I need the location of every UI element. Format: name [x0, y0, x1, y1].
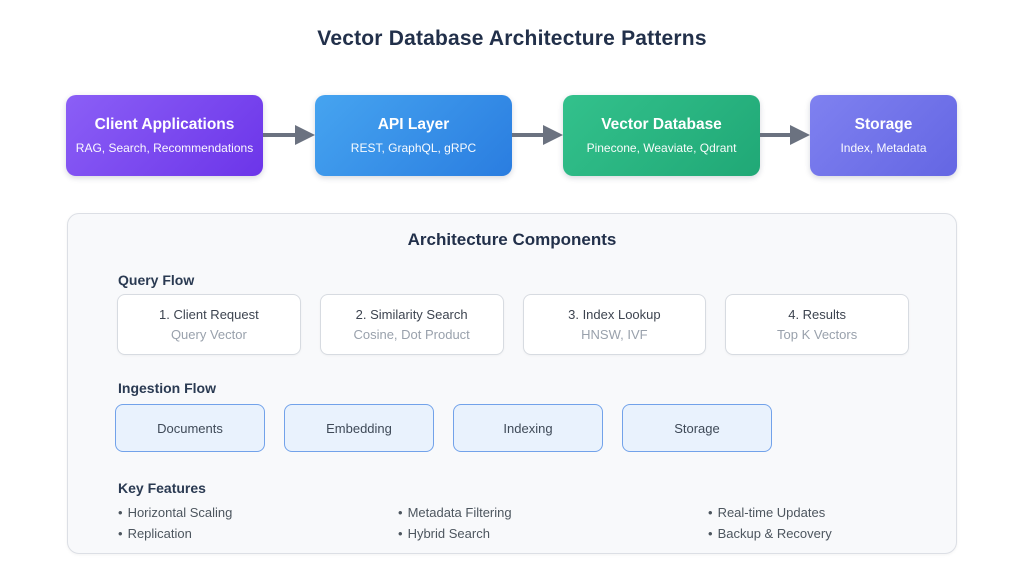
query-step-similarity-search: 2. Similarity Search Cosine, Dot Product: [319, 294, 504, 355]
feature-item: • Metadata Filtering: [398, 502, 708, 523]
flow-node-vector-database: Vector Database Pinecone, Weaviate, Qdra…: [563, 95, 760, 176]
feature-item: • Backup & Recovery: [708, 523, 926, 544]
flow-arrow-icon: [760, 95, 810, 176]
bullet-icon: •: [708, 526, 713, 541]
feature-label: Backup & Recovery: [717, 526, 832, 541]
flow-node-client-applications: Client Applications RAG, Search, Recomme…: [66, 95, 263, 176]
feature-label: Real-time Updates: [717, 505, 826, 520]
feature-label: Horizontal Scaling: [127, 505, 233, 520]
arrow-line: [263, 133, 299, 137]
arrow-line: [760, 133, 794, 137]
node-title: Vector Database: [601, 116, 722, 133]
node-title: Client Applications: [94, 116, 235, 133]
query-step-index-lookup: 3. Index Lookup HNSW, IVF: [522, 294, 707, 355]
arrow-head-icon: [543, 125, 563, 145]
step-subtitle: Top K Vectors: [777, 327, 858, 342]
step-subtitle: HNSW, IVF: [581, 327, 648, 342]
step-title: 1. Client Request: [159, 307, 259, 322]
step-subtitle: Query Vector: [170, 327, 247, 342]
feature-label: Metadata Filtering: [407, 505, 512, 520]
node-subtitle: RAG, Search, Recommendations: [75, 141, 254, 155]
flow-arrow-icon: [512, 95, 563, 176]
key-features-columns: • Horizontal Scaling • Replication • Metada…: [118, 502, 926, 544]
key-features-heading: Key Features: [118, 480, 206, 496]
flow-node-storage: Storage Index, Metadata: [810, 95, 957, 176]
arrow-head-icon: [295, 125, 315, 145]
key-features-column: • Real-time Updates • Backup & Recovery: [708, 502, 926, 544]
ingestion-stage-embedding: Embedding: [284, 404, 434, 452]
query-flow-heading: Query Flow: [118, 272, 195, 288]
architecture-components-panel: Architecture Components Query Flow 1. Cl…: [67, 213, 957, 554]
arrow-head-icon: [790, 125, 810, 145]
feature-item: • Horizontal Scaling: [118, 502, 398, 523]
step-title: 2. Similarity Search: [355, 307, 468, 322]
ingestion-stage-documents: Documents: [115, 404, 265, 452]
page-title: Vector Database Architecture Patterns: [317, 27, 707, 50]
architecture-flow-row: Client Applications RAG, Search, Recomme…: [0, 95, 1024, 176]
flow-node-api-layer: API Layer REST, GraphQL, gRPC: [315, 95, 512, 176]
ingestion-flow-row: Documents Embedding Indexing Storage: [115, 404, 772, 452]
feature-label: Hybrid Search: [407, 526, 490, 541]
query-flow-row: 1. Client Request Query Vector 2. Simila…: [117, 294, 909, 355]
arrow-line: [512, 133, 547, 137]
bullet-icon: •: [118, 505, 123, 520]
ingestion-stage-indexing: Indexing: [453, 404, 603, 452]
query-step-results: 4. Results Top K Vectors: [725, 294, 909, 355]
key-features-column: • Metadata Filtering • Hybrid Search: [398, 502, 708, 544]
ingestion-flow-heading: Ingestion Flow: [118, 380, 216, 396]
bullet-icon: •: [708, 505, 713, 520]
step-title: 3. Index Lookup: [568, 307, 661, 322]
node-title: API Layer: [377, 116, 450, 133]
bullet-icon: •: [118, 526, 123, 541]
key-features-column: • Horizontal Scaling • Replication: [118, 502, 398, 544]
step-subtitle: Cosine, Dot Product: [353, 327, 470, 342]
node-subtitle: Pinecone, Weaviate, Qdrant: [586, 141, 737, 155]
panel-title: Architecture Components: [407, 230, 617, 249]
ingestion-stage-storage: Storage: [622, 404, 772, 452]
step-title: 4. Results: [788, 307, 847, 322]
node-title: Storage: [854, 116, 913, 133]
node-subtitle: Index, Metadata: [840, 141, 927, 155]
query-step-client-request: 1. Client Request Query Vector: [117, 294, 301, 355]
flow-arrow-icon: [263, 95, 315, 176]
node-subtitle: REST, GraphQL, gRPC: [350, 141, 477, 155]
feature-label: Replication: [127, 526, 192, 541]
bullet-icon: •: [398, 526, 403, 541]
feature-item: • Replication: [118, 523, 398, 544]
feature-item: • Real-time Updates: [708, 502, 926, 523]
bullet-icon: •: [398, 505, 403, 520]
feature-item: • Hybrid Search: [398, 523, 708, 544]
